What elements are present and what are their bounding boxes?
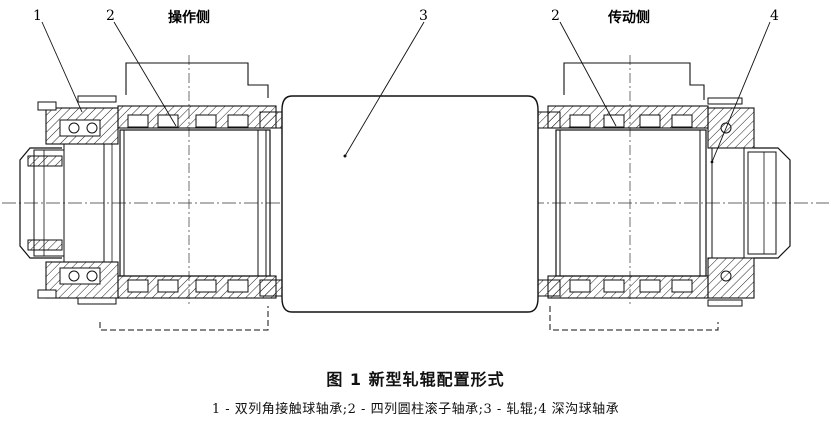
callout-2-left: 2 (106, 8, 115, 24)
callout-2-right: 2 (551, 8, 560, 24)
callout-1: 1 (33, 8, 42, 24)
side-label-drive: 传动侧 (607, 9, 650, 26)
left-chock-assembly (19, 62, 283, 331)
right-chock-assembly (537, 62, 791, 331)
leader-lines (41, 21, 771, 163)
roll-body (281, 95, 539, 313)
side-label-operating: 操作侧 (168, 9, 210, 26)
roll-configuration-drawing: 1 2 操作侧 3 2 传动侧 4 (2, 8, 829, 331)
callout-4: 4 (770, 8, 779, 24)
callout-3: 3 (419, 8, 428, 24)
figure-legend: 1 - 双列角接触球轴承;2 - 四列圆柱滚子轴承;3 - 轧辊;4 深沟球轴承 (211, 402, 620, 417)
figure-title: 图 1 新型轧辊配置形式 (326, 370, 505, 389)
